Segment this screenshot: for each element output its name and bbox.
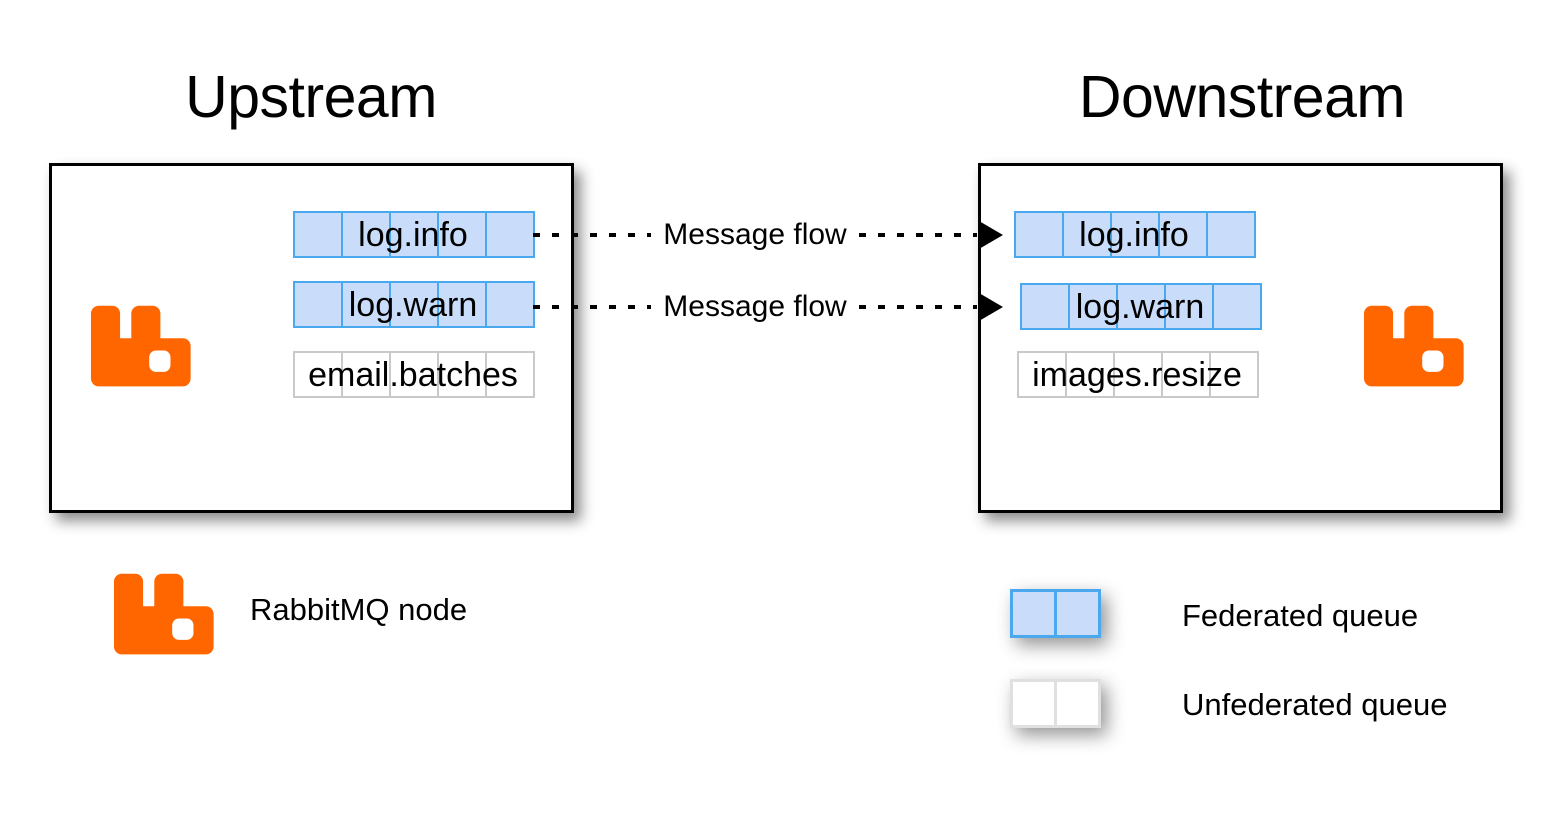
queue-cell xyxy=(1014,211,1064,258)
queue-cell xyxy=(1209,351,1259,398)
queue-cell xyxy=(1010,679,1057,728)
queue-cell xyxy=(1010,589,1057,638)
queue-cell xyxy=(1161,351,1211,398)
message-flow-log-info: Message flow xyxy=(533,215,1004,255)
queue-cell xyxy=(293,281,343,328)
queue-cell xyxy=(437,351,487,398)
queue-cell xyxy=(293,211,343,258)
queue-cell xyxy=(293,351,343,398)
rabbitmq-logo-icon xyxy=(90,305,191,387)
queue-cell xyxy=(437,211,487,258)
queue-cell xyxy=(341,281,391,328)
queue-log-info-upstream[interactable]: log.info xyxy=(293,211,535,258)
queue-cell xyxy=(485,351,535,398)
dotted-line xyxy=(533,305,652,309)
queue-cell xyxy=(341,351,391,398)
message-flow-log-warn: Message flow xyxy=(533,287,1004,327)
queue-cell xyxy=(1065,351,1115,398)
queue-cell xyxy=(1212,283,1262,330)
rabbitmq-logo-icon xyxy=(113,573,214,655)
downstream-title: Downstream xyxy=(1078,64,1406,130)
queue-cell xyxy=(341,211,391,258)
queue-cell xyxy=(1054,589,1101,638)
queue-log-warn-downstream[interactable]: log.warn xyxy=(1020,283,1262,330)
queue-cell xyxy=(389,281,439,328)
arrow-right-icon xyxy=(979,221,1004,249)
queue-log-warn-upstream[interactable]: log.warn xyxy=(293,281,535,328)
queue-cell xyxy=(1113,351,1163,398)
queue-cell xyxy=(1158,211,1208,258)
queue-images-resize-downstream[interactable]: images.resize xyxy=(1017,351,1259,398)
legend-label-unfederated-queue: Unfederated queue xyxy=(1182,687,1448,722)
legend-label-federated-queue: Federated queue xyxy=(1182,598,1419,633)
queue-cell xyxy=(485,281,535,328)
queue-cell xyxy=(1017,351,1067,398)
dotted-line xyxy=(533,233,652,237)
arrow-right-icon xyxy=(979,293,1004,321)
dotted-line xyxy=(858,233,978,237)
queue-cell xyxy=(389,351,439,398)
legend-swatch-unfederated-queue xyxy=(1010,679,1101,728)
upstream-title: Upstream xyxy=(185,64,437,130)
queue-cell xyxy=(1110,211,1160,258)
message-flow-label: Message flow xyxy=(663,290,847,323)
queue-cell xyxy=(389,211,439,258)
message-flow-label: Message flow xyxy=(663,218,847,251)
queue-cell xyxy=(1116,283,1166,330)
legend-label-rabbitmq-node: RabbitMQ node xyxy=(250,592,468,627)
queue-log-info-downstream[interactable]: log.info xyxy=(1014,211,1256,258)
queue-cell xyxy=(485,211,535,258)
queue-cell xyxy=(1054,679,1101,728)
queue-cell xyxy=(1164,283,1214,330)
queue-cell xyxy=(1020,283,1070,330)
queue-email-batches-upstream[interactable]: email.batches xyxy=(293,351,535,398)
queue-cell xyxy=(1068,283,1118,330)
rabbitmq-logo-icon xyxy=(1363,305,1464,387)
dotted-line xyxy=(858,305,978,309)
queue-cell xyxy=(1206,211,1256,258)
legend-swatch-federated-queue xyxy=(1010,589,1101,638)
queue-cell xyxy=(437,281,487,328)
queue-cell xyxy=(1062,211,1112,258)
